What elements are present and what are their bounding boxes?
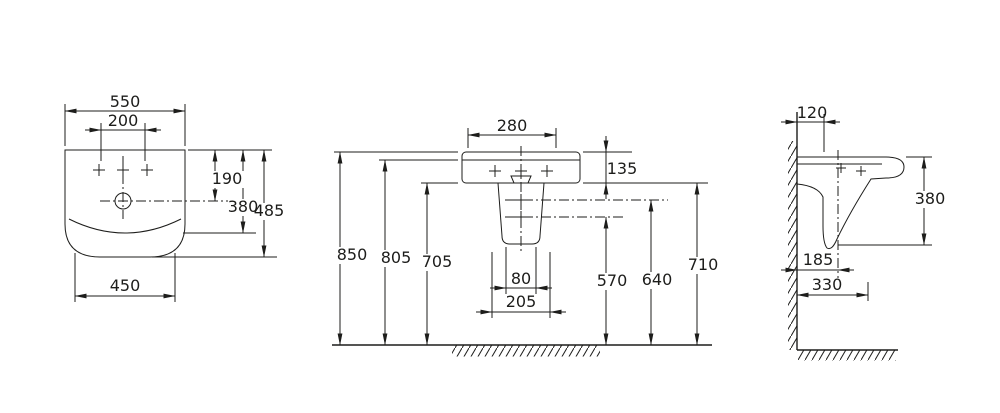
plan-dim-550 — [64, 104, 186, 146]
plan-dim-550-label: 550 — [110, 92, 141, 111]
side-dim-185-label: 185 — [803, 250, 834, 269]
label-bg — [421, 254, 453, 271]
plan-dim-485-label: 485 — [254, 201, 285, 220]
plan-dim-450-label: 450 — [110, 276, 141, 295]
front-dim-710-label: 710 — [688, 255, 719, 274]
front-dim-280 — [467, 128, 557, 148]
dimension-labels: 550 200 190 380 485 450 280 135 850 805 … — [108, 92, 946, 311]
label-bg — [211, 171, 244, 188]
label-bg — [254, 203, 285, 220]
front-dim-570-label: 570 — [597, 271, 628, 290]
plan-dim-200 — [85, 123, 161, 161]
label-bg — [914, 191, 947, 208]
front-dim-80 — [490, 247, 552, 294]
front-dim-205 — [476, 252, 566, 318]
extension-lines — [491, 252, 551, 318]
label-bg — [596, 273, 628, 290]
label-bg — [228, 199, 259, 216]
front-dim-280-label: 280 — [497, 116, 528, 135]
side-dim-380-label: 380 — [915, 189, 946, 208]
side-dim-330-label: 330 — [812, 275, 843, 294]
side-dim-330 — [796, 282, 869, 301]
label-bg — [687, 257, 719, 274]
side-hole-crosses — [836, 163, 866, 176]
plan-basin-outline — [64, 149, 186, 258]
plan-dim-450 — [74, 253, 176, 302]
side-view — [781, 112, 932, 361]
front-dim-135 — [583, 136, 632, 199]
label-bg — [641, 272, 673, 289]
front-dim-640-label: 640 — [642, 270, 673, 289]
plan-bowl-front-edge — [68, 218, 182, 234]
extension-lines — [467, 128, 557, 148]
side-floor-hatch — [798, 350, 896, 361]
plan-centerlines — [100, 156, 231, 219]
front-floor-hatch — [452, 345, 600, 357]
front-dim-805-label: 805 — [381, 248, 412, 267]
front-dim-205-label: 205 — [506, 292, 537, 311]
label-bg — [336, 247, 368, 264]
side-basin-profile — [796, 156, 905, 250]
front-dim-80-label: 80 — [511, 269, 531, 288]
extension-lines — [838, 156, 932, 246]
plan-dim-200-label: 200 — [108, 111, 139, 130]
front-dim-135-label: 135 — [607, 159, 638, 178]
side-dim-120 — [781, 114, 840, 152]
label-bg — [380, 250, 412, 267]
front-dim-705-label: 705 — [422, 252, 453, 271]
side-wall-hatch — [788, 141, 797, 350]
label-backgrounds — [211, 171, 947, 290]
plan-dim-190-label: 190 — [212, 169, 243, 188]
plan-dim-380-label: 380 — [228, 197, 259, 216]
side-dim-120-label: 120 — [797, 103, 828, 122]
front-pedestal — [497, 182, 545, 245]
front-dim-850-label: 850 — [337, 245, 368, 264]
